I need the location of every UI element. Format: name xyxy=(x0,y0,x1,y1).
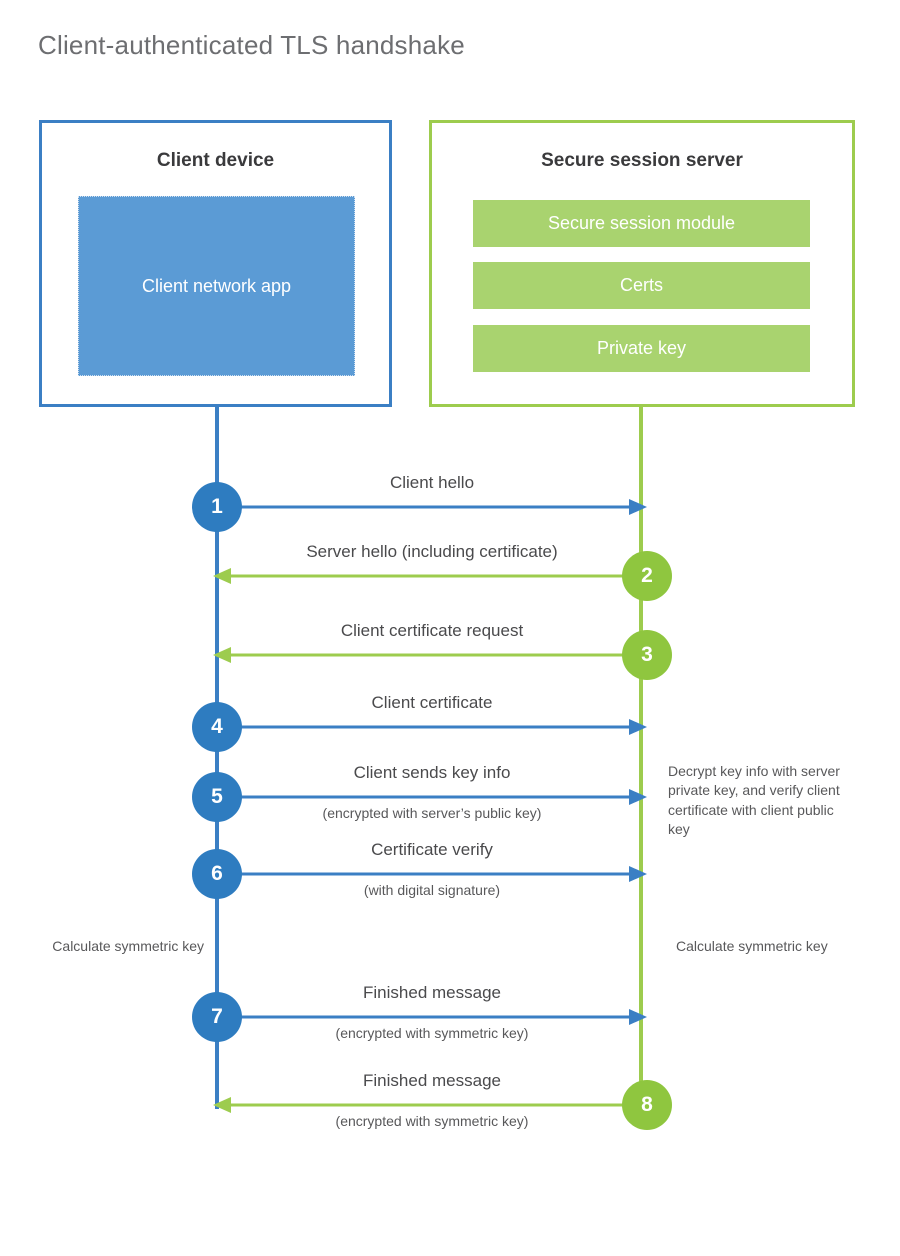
arrow-right-icon xyxy=(215,499,647,515)
arrow-right-icon xyxy=(215,719,647,735)
arrow-right-icon xyxy=(215,866,647,882)
message-sublabel: (encrypted with server’s public key) xyxy=(322,805,542,821)
arrow-left-icon xyxy=(213,1097,645,1113)
client-network-app-block: Client network app xyxy=(78,196,355,376)
message-label: Server hello (including certificate) xyxy=(306,542,558,561)
arrow-right-icon xyxy=(215,1009,647,1025)
message-label: Finished message xyxy=(363,1071,501,1090)
arrow-left-icon xyxy=(213,568,645,584)
client-device-box: Client device Client network app xyxy=(39,120,392,407)
client-lifeline xyxy=(215,405,219,1109)
note-calculate-symmetric-key-server: Calculate symmetric key xyxy=(676,938,828,954)
message-sublabel: (encrypted with symmetric key) xyxy=(335,1025,529,1041)
arrow-left-icon xyxy=(213,647,645,663)
step-badge-8[interactable]: 8 xyxy=(622,1080,672,1130)
client-device-title: Client device xyxy=(156,150,275,171)
server-component-secure-session-module: Secure session module xyxy=(473,200,810,247)
step-badge-2[interactable]: 2 xyxy=(622,551,672,601)
step-badge-4[interactable]: 4 xyxy=(192,702,242,752)
message-sublabel: (with digital signature) xyxy=(363,882,501,898)
server-component-private-key: Private key xyxy=(473,325,810,372)
arrow-right-icon xyxy=(215,789,647,805)
message-sublabel: (encrypted with symmetric key) xyxy=(335,1113,529,1129)
note-calculate-symmetric-key-client: Calculate symmetric key xyxy=(52,938,204,954)
message-label: Client hello xyxy=(389,473,475,492)
step-badge-1[interactable]: 1 xyxy=(192,482,242,532)
server-lifeline xyxy=(639,405,643,1109)
message-label: Certificate verify xyxy=(371,840,493,859)
message-label: Client sends key info xyxy=(353,763,511,782)
message-label: Client certificate request xyxy=(340,621,524,640)
page-title: Client-authenticated TLS handshake xyxy=(38,30,465,60)
secure-session-server-title: Secure session server xyxy=(541,150,743,171)
message-label: Finished message xyxy=(363,983,501,1002)
message-label: Client certificate xyxy=(371,693,493,712)
step-badge-3[interactable]: 3 xyxy=(622,630,672,680)
note-decrypt-key-info: Decrypt key info with server private key… xyxy=(668,763,840,837)
step-badge-6[interactable]: 6 xyxy=(192,849,242,899)
secure-session-server-box: Secure session server Secure session mod… xyxy=(429,120,855,407)
server-component-certs: Certs xyxy=(473,262,810,309)
step-badge-7[interactable]: 7 xyxy=(192,992,242,1042)
step-badge-5[interactable]: 5 xyxy=(192,772,242,822)
